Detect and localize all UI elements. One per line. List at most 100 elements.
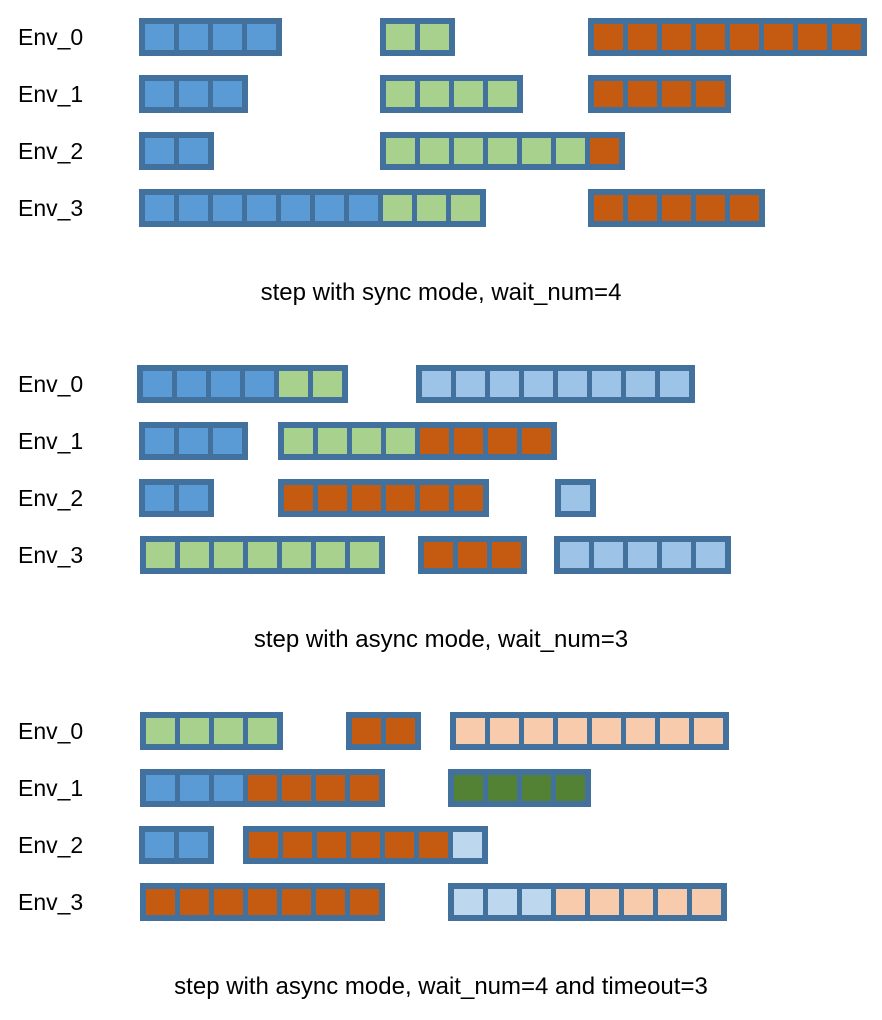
step-cell-peach (524, 718, 553, 744)
step-cell-green (383, 195, 412, 221)
step-cell-blue (145, 485, 174, 511)
step-cell-blue (143, 371, 172, 397)
step-cell-lightblue (524, 371, 553, 397)
timeline-bar (139, 826, 214, 864)
step-cell-orange (424, 542, 453, 568)
step-cell-blue (349, 195, 378, 221)
env-label: Env_2 (18, 485, 84, 511)
step-cell-orange (318, 485, 347, 511)
step-cell-orange (282, 889, 311, 915)
step-cell-green (420, 81, 449, 107)
step-cell-orange (214, 889, 243, 915)
step-cell-green (279, 371, 308, 397)
timeline-bar (140, 769, 385, 807)
panel-caption: step with sync mode, wait_num=4 (260, 279, 622, 306)
step-cell-orange (248, 775, 277, 801)
step-cell-orange (351, 832, 380, 858)
step-cell-lightblue (628, 542, 657, 568)
step-cell-darkgreen (454, 775, 483, 801)
step-cell-peach (592, 718, 621, 744)
env-label: Env_3 (18, 542, 84, 568)
timeline-bar (139, 75, 248, 113)
step-cell-blue (177, 371, 206, 397)
step-cell-blue (145, 81, 174, 107)
step-cell-orange (594, 195, 623, 221)
step-cell-orange (488, 428, 517, 454)
step-cell-orange (282, 775, 311, 801)
step-cell-blue (145, 428, 174, 454)
step-cell-darkgreen (556, 775, 585, 801)
timeline-bar (139, 132, 214, 170)
step-cell-blue (213, 81, 242, 107)
step-cell-darkgreen (522, 775, 551, 801)
env-label: Env_1 (18, 775, 84, 801)
step-cell-blue (145, 138, 174, 164)
timeline-row: Env_3 (0, 883, 882, 921)
step-cell-green (488, 81, 517, 107)
step-cell-orange (316, 775, 345, 801)
step-cell-lightblue (561, 485, 590, 511)
step-cell-orange (352, 718, 381, 744)
panel-caption: step with async mode, wait_num=4 and tim… (174, 973, 708, 1000)
step-cell-lightblue (660, 371, 689, 397)
step-cell-green (352, 428, 381, 454)
step-cell-blue (247, 195, 276, 221)
step-cell-lightblue (560, 542, 589, 568)
step-cell-green (350, 542, 379, 568)
step-cell-orange (454, 485, 483, 511)
step-cell-peach (556, 889, 585, 915)
timeline-bar (418, 536, 527, 574)
timeline-bar (450, 712, 729, 750)
timeline-bar (448, 883, 727, 921)
step-cell-blue (145, 24, 174, 50)
timeline-bar (139, 479, 214, 517)
step-cell-orange (594, 24, 623, 50)
step-cell-peach (558, 718, 587, 744)
step-cell-paleblue (454, 889, 483, 915)
step-cell-peach (660, 718, 689, 744)
step-cell-blue (247, 24, 276, 50)
env-label: Env_0 (18, 371, 84, 397)
step-cell-green (522, 138, 551, 164)
step-cell-orange (385, 832, 414, 858)
step-cell-lightblue (558, 371, 587, 397)
timeline-row: Env_0 (0, 18, 882, 56)
step-cell-green (451, 195, 480, 221)
step-cell-green (386, 81, 415, 107)
step-cell-lightblue (592, 371, 621, 397)
step-cell-orange (662, 81, 691, 107)
step-cell-peach (626, 718, 655, 744)
timeline-bar (380, 75, 523, 113)
step-cell-peach (658, 889, 687, 915)
step-cell-green (214, 542, 243, 568)
timeline-bar (140, 883, 385, 921)
step-cell-green (454, 81, 483, 107)
timeline-bar (380, 18, 455, 56)
step-cell-lightblue (594, 542, 623, 568)
step-cell-blue (179, 428, 208, 454)
step-cell-orange (590, 138, 619, 164)
step-cell-orange (832, 24, 861, 50)
step-cell-orange (350, 775, 379, 801)
step-cell-blue (213, 195, 242, 221)
timeline-bar (554, 536, 731, 574)
step-cell-green (386, 428, 415, 454)
step-cell-green (146, 718, 175, 744)
step-cell-orange (386, 718, 415, 744)
step-cell-peach (590, 889, 619, 915)
timeline-row: Env_1 (0, 769, 882, 807)
step-cell-lightblue (422, 371, 451, 397)
step-cell-green (417, 195, 446, 221)
step-cell-orange (764, 24, 793, 50)
timeline-bar (555, 479, 596, 517)
step-cell-blue (214, 775, 243, 801)
step-cell-blue (179, 81, 208, 107)
step-cell-orange (662, 24, 691, 50)
timeline-bar (278, 422, 557, 460)
timeline-row: Env_3 (0, 189, 882, 227)
timeline-bar (139, 18, 282, 56)
step-cell-orange (628, 81, 657, 107)
